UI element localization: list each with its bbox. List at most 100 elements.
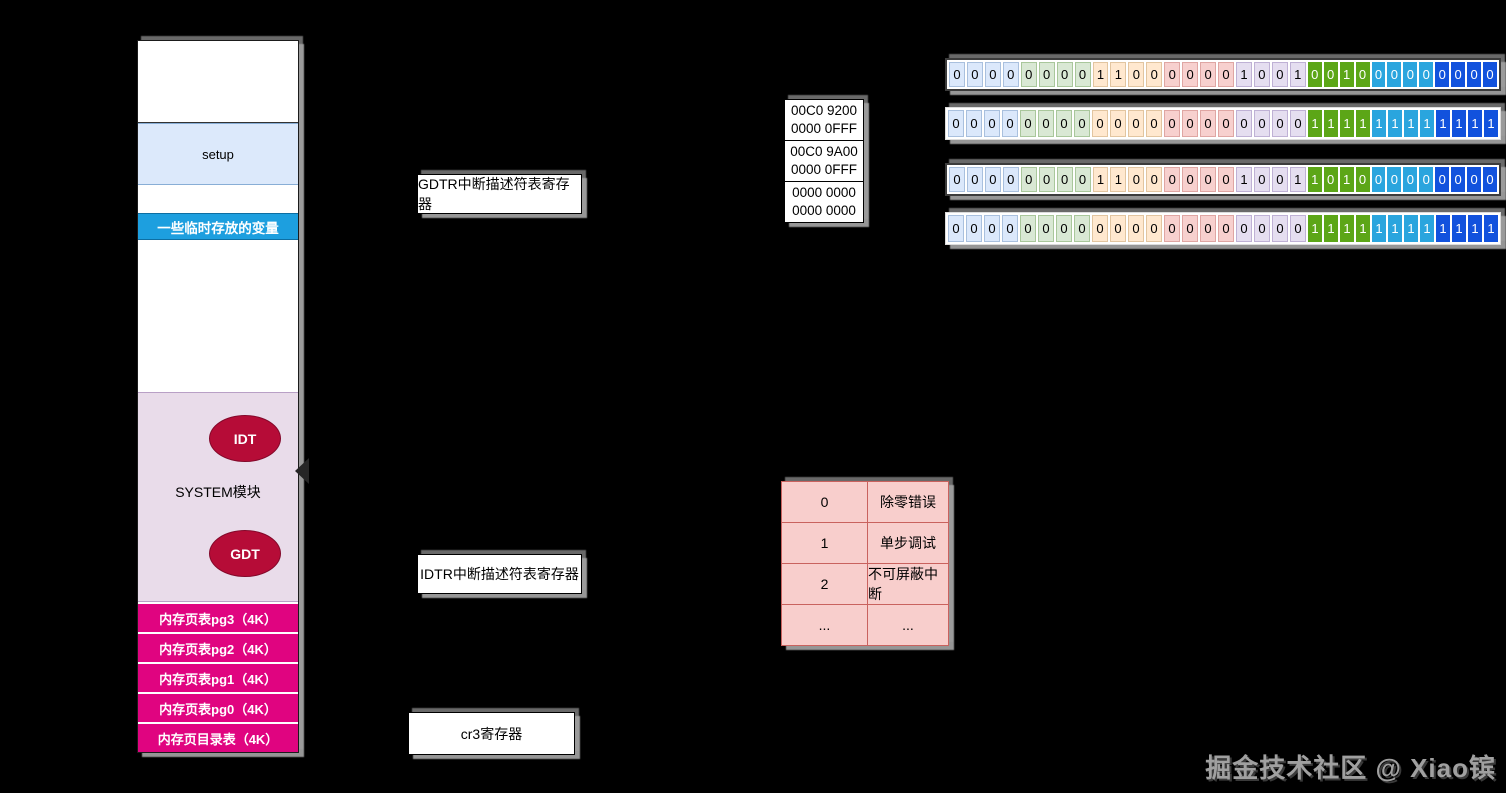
bit-cell: 0 xyxy=(1038,62,1055,87)
bit-cell: 0 xyxy=(1218,110,1234,137)
bit-cell: 0 xyxy=(966,215,982,242)
gdt-label: GDT xyxy=(230,545,260,562)
bit-cell: 0 xyxy=(1435,62,1450,87)
bit-cell: 0 xyxy=(1290,215,1306,242)
bit-cell: 0 xyxy=(1218,62,1234,87)
bit-cell: 1 xyxy=(1372,110,1386,137)
bit-cell: 0 xyxy=(1387,62,1402,87)
bit-cell: 1 xyxy=(1307,167,1322,192)
bit-cell: 0 xyxy=(1200,110,1216,137)
interrupt-name-cell: 除零错误 xyxy=(868,482,948,522)
bit-cell: 0 xyxy=(984,62,1001,87)
bit-cell: 0 xyxy=(1182,110,1198,137)
bit-cell: 0 xyxy=(1355,62,1370,87)
bit-cell: 0 xyxy=(1092,110,1108,137)
bit-cell: 0 xyxy=(1253,62,1270,87)
page-table-row-pg3: 内存页表pg3（4K） xyxy=(138,602,298,632)
bit-cell: 1 xyxy=(1452,215,1466,242)
bit-cell: 0 xyxy=(1110,215,1126,242)
bit-cell: 0 xyxy=(1020,110,1036,137)
bit-cell: 0 xyxy=(1056,62,1073,87)
bit-cell: 0 xyxy=(1056,215,1072,242)
bit-cell: 1 xyxy=(1452,110,1466,137)
system-module-label: SYSTEM模块 xyxy=(175,484,261,500)
bit-cell: 1 xyxy=(1289,167,1306,192)
bit-cell: 0 xyxy=(1146,167,1163,192)
bit-cell: 0 xyxy=(1056,110,1072,137)
bit-cell: 0 xyxy=(1020,62,1037,87)
bit-cell: 0 xyxy=(1403,167,1418,192)
memory-segment-empty-large xyxy=(138,240,298,392)
setup-label: setup xyxy=(202,146,234,162)
descriptor-value-cell: 0000 0000 0000 0000 xyxy=(785,182,863,222)
bit-cell: 0 xyxy=(966,62,983,87)
page-table-row-dir: 内存页目录表（4K） xyxy=(138,722,298,752)
bit-cell: 0 xyxy=(1128,62,1145,87)
bit-cell: 0 xyxy=(1128,110,1144,137)
bit-cell: 1 xyxy=(1236,167,1252,192)
bit-cell: 1 xyxy=(1339,167,1354,192)
bit-cell: 1 xyxy=(1404,215,1418,242)
bit-cell: 0 xyxy=(1236,110,1252,137)
page-table-row-pg2: 内存页表pg2（4K） xyxy=(138,632,298,662)
watermark: 掘金技术社区 @ Xiao镔 xyxy=(1205,753,1496,783)
bit-cell: 0 xyxy=(1483,62,1497,87)
bit-cell: 0 xyxy=(984,167,1001,192)
bit-cell: 0 xyxy=(1218,167,1234,192)
memory-segment-system: IDT SYSTEM模块 GDT xyxy=(138,392,298,602)
interrupt-number-cell: 2 xyxy=(782,564,867,604)
bit-cell: 0 xyxy=(1272,215,1288,242)
bit-cell: 0 xyxy=(948,215,964,242)
bit-cell: 0 xyxy=(1371,167,1386,192)
bit-cell: 0 xyxy=(1200,167,1217,192)
memory-segment-empty-top xyxy=(138,41,298,123)
bit-cell: 0 xyxy=(1419,62,1434,87)
bit-cell: 0 xyxy=(1074,167,1091,192)
bit-cell: 0 xyxy=(1218,215,1234,242)
bit-cell: 0 xyxy=(1236,215,1252,242)
bit-cell: 0 xyxy=(1146,215,1162,242)
bit-cell: 1 xyxy=(1308,110,1322,137)
bit-cell: 0 xyxy=(1164,62,1181,87)
idtr-register-box: IDTR中断描述符表寄存器 xyxy=(417,554,582,594)
bit-cell: 0 xyxy=(1403,62,1418,87)
bit-cell: 0 xyxy=(1290,110,1306,137)
bit-cell: 0 xyxy=(1020,167,1037,192)
interrupt-name-cell: 不可屏蔽中断 xyxy=(868,564,948,604)
bit-cell: 0 xyxy=(949,62,965,87)
bit-cell: 0 xyxy=(1371,62,1386,87)
bit-cell: 0 xyxy=(1323,62,1338,87)
bit-cell: 1 xyxy=(1356,215,1370,242)
bit-cell: 0 xyxy=(1002,62,1019,87)
bit-cell: 0 xyxy=(984,110,1000,137)
interrupt-name-cell: 单步调试 xyxy=(868,523,948,563)
descriptor-value-line: 0000 0FFF xyxy=(790,162,858,177)
connector-arrowhead-icon xyxy=(295,458,309,484)
bit-cell: 0 xyxy=(1002,110,1018,137)
descriptor-value-cell: 00C0 9A00 0000 0FFF xyxy=(785,141,863,182)
bit-cell: 0 xyxy=(1038,215,1054,242)
interrupt-number-cell: 1 xyxy=(782,523,867,563)
bit-cell: 0 xyxy=(948,110,964,137)
bit-cell: 1 xyxy=(1339,62,1354,87)
bit-cell: 0 xyxy=(949,167,965,192)
bit-cell: 1 xyxy=(1324,215,1338,242)
bit-cell: 1 xyxy=(1324,110,1338,137)
cr3-register-box: cr3寄存器 xyxy=(408,712,575,755)
temp-vars-label: 一些临时存放的变量 xyxy=(157,220,279,236)
bit-cell: 0 xyxy=(1020,215,1036,242)
bit-cell: 1 xyxy=(1436,110,1450,137)
bit-cell: 0 xyxy=(1253,167,1270,192)
idt-ellipse: IDT xyxy=(209,415,281,462)
bit-cell: 0 xyxy=(1323,167,1338,192)
bit-cell: 0 xyxy=(1467,167,1482,192)
bit-cell: 1 xyxy=(1236,62,1252,87)
bit-cell: 0 xyxy=(1355,167,1370,192)
bit-cell: 0 xyxy=(1467,62,1482,87)
idt-label: IDT xyxy=(233,430,257,447)
descriptor-value-line: 0000 0000 xyxy=(792,184,856,200)
bit-cell: 0 xyxy=(1182,167,1199,192)
bit-cell: 0 xyxy=(1254,215,1270,242)
bit-cell: 1 xyxy=(1468,110,1482,137)
